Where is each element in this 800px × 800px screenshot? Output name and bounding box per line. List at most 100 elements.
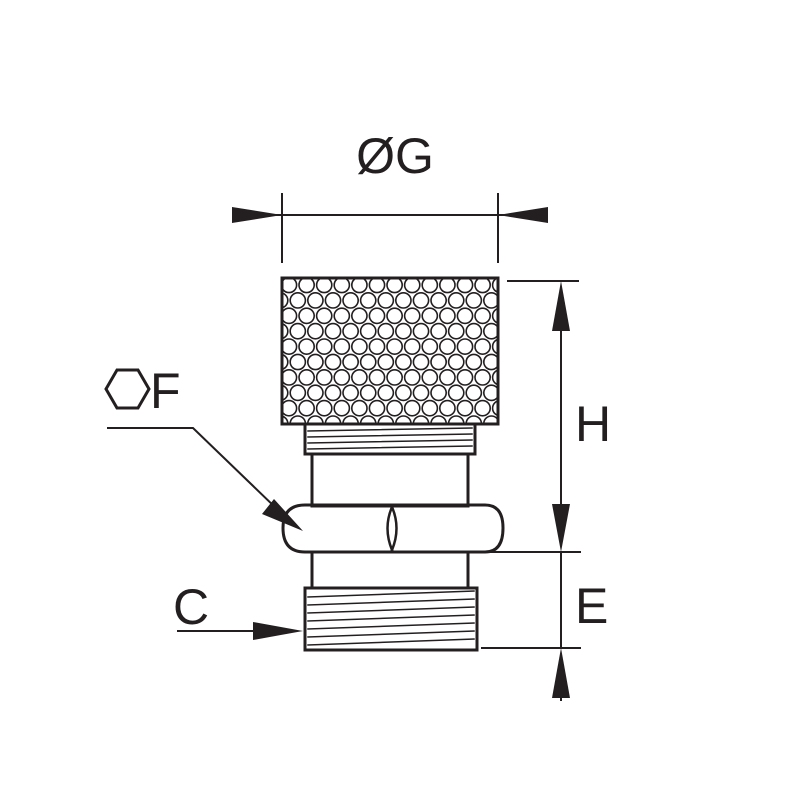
mesh-hole [350, 338, 368, 355]
mesh-hole [430, 353, 447, 371]
thread-c-label: C [173, 579, 209, 635]
mesh-hole [483, 292, 497, 309]
mesh-hole [403, 279, 421, 294]
mesh-hole [368, 307, 386, 325]
mesh-hole [421, 399, 439, 417]
mesh-hole [264, 277, 279, 292]
mesh-hole [368, 338, 386, 355]
mesh-hole [315, 399, 333, 417]
mesh-hole [359, 322, 377, 340]
mesh-hole [283, 399, 298, 417]
mesh-hole [342, 353, 359, 371]
dim-e-arrow [552, 648, 570, 698]
mesh-hole [491, 369, 497, 386]
mesh-hole [283, 279, 298, 294]
mesh-hole [350, 399, 368, 417]
mesh-hole [421, 338, 439, 355]
mesh-hole [439, 279, 456, 294]
mesh-hole [306, 291, 324, 309]
dimension-g: ØG [232, 128, 548, 263]
mesh-hole [264, 401, 279, 416]
mesh-pattern [264, 277, 497, 423]
mesh-hole [412, 353, 430, 371]
mesh-hole [483, 322, 497, 340]
hex-f-label: F [150, 363, 181, 419]
mesh-hole [483, 384, 497, 402]
mesh-hole [447, 322, 465, 340]
mesh-hole [394, 384, 412, 402]
mesh-hole [359, 415, 377, 423]
mesh-hole [474, 279, 491, 294]
mesh-hole [283, 292, 289, 309]
mesh-hole [456, 279, 474, 294]
mesh-hole [307, 415, 324, 423]
mesh-hole [377, 415, 395, 423]
mesh-hole [377, 384, 395, 402]
mesh-hole [306, 353, 324, 371]
mesh-hole [283, 338, 298, 355]
mesh-hole [342, 384, 359, 402]
mesh-hole [456, 338, 474, 355]
mesh-hole [289, 291, 307, 309]
mesh-hole [412, 322, 430, 340]
mesh-hole [342, 322, 359, 340]
mesh-hole [456, 307, 474, 325]
mesh-hole [333, 307, 351, 325]
mesh-hole [394, 353, 412, 371]
mesh-hole [465, 415, 483, 423]
mesh-hole [438, 338, 456, 355]
mesh-hole [283, 384, 289, 401]
lower-thread [303, 586, 479, 652]
leader-f-arrow [262, 499, 303, 531]
dimension-h-e: H E [481, 280, 611, 701]
dim-e-label: E [575, 578, 608, 634]
mesh-hole [421, 279, 439, 294]
mesh-hole [289, 322, 307, 340]
mesh-hole [283, 354, 289, 370]
lower-body [310, 550, 470, 590]
mesh-hole [412, 291, 430, 309]
mesh-hole [474, 368, 491, 386]
mesh-hole [465, 353, 483, 371]
mesh-hole [368, 399, 386, 417]
upper-body [310, 452, 470, 508]
mesh-hole [483, 415, 497, 423]
mesh-hole [386, 399, 403, 417]
mesh-hole [447, 384, 465, 402]
mesh-hole [283, 415, 289, 423]
mesh-hole [474, 399, 491, 417]
mesh-hole [386, 368, 403, 386]
leader-c: C [173, 579, 303, 640]
mesh-hole [333, 399, 351, 417]
mesh-hole [465, 291, 483, 309]
mesh-hole [483, 353, 497, 371]
mesh-hole [289, 415, 307, 423]
mesh-hole [342, 291, 359, 309]
mesh-hole [377, 353, 395, 371]
mesh-hole [465, 384, 483, 402]
mesh-hole [324, 384, 342, 402]
mesh-hole [403, 307, 421, 325]
mesh-hole [403, 338, 421, 355]
leader-f-line [107, 427, 280, 512]
mesh-hole [315, 368, 333, 386]
mesh-hole [359, 384, 377, 402]
mesh-hole [315, 279, 333, 294]
mesh-hole [474, 307, 491, 325]
dim-g-label: ØG [356, 128, 434, 184]
upper-thread [303, 422, 477, 456]
mesh-hole [283, 369, 298, 386]
mesh-hole [298, 368, 315, 386]
dim-g-arrow-left [232, 207, 282, 223]
mesh-hole [386, 338, 403, 355]
mesh-hole [447, 291, 465, 309]
leader-c-arrow [253, 622, 303, 640]
mesh-hole [324, 322, 342, 340]
mesh-hole [298, 279, 315, 294]
mesh-hole [430, 291, 447, 309]
mesh-hole [430, 322, 447, 340]
mesh-hole [306, 322, 324, 340]
mesh-hole [438, 307, 456, 325]
filter-mesh-head [264, 276, 500, 426]
